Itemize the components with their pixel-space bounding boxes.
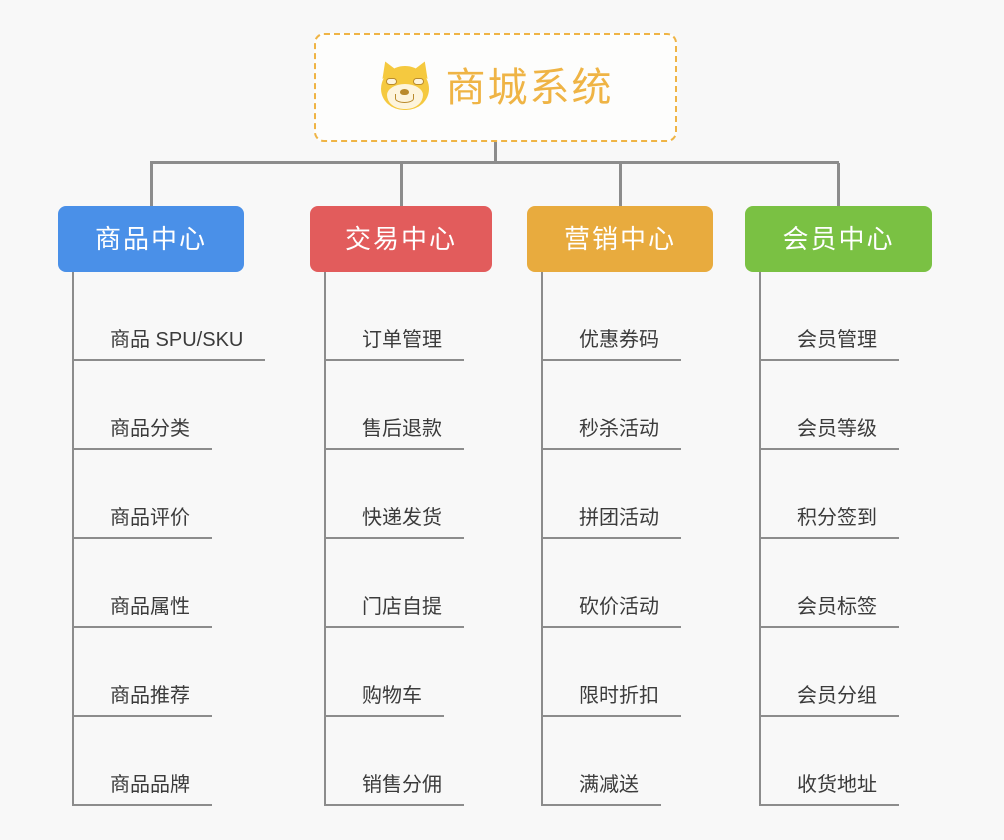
leaf-item[interactable]: 拼团活动	[543, 450, 681, 539]
leaf-item[interactable]: 会员等级	[761, 361, 899, 450]
category-node-4[interactable]: 会员中心	[745, 206, 932, 272]
leaf-item-label: 商品属性	[74, 597, 212, 628]
category-label: 会员中心	[782, 224, 895, 254]
leaf-item-label: 销售分佣	[326, 775, 464, 806]
leaf-item[interactable]: 商品品牌	[74, 717, 212, 806]
root-node-title: 商城系统	[445, 65, 614, 110]
leaf-item[interactable]: 会员标签	[761, 539, 899, 628]
leaf-item-label: 收货地址	[761, 775, 899, 806]
leaf-item-label: 会员管理	[761, 330, 899, 361]
leaf-item[interactable]: 商品属性	[74, 539, 212, 628]
root-node-shop-system[interactable]: 商城系统	[314, 33, 677, 142]
category-node-1[interactable]: 商品中心	[58, 206, 244, 272]
leaf-item-label: 快递发货	[326, 508, 464, 539]
connector-drop-2	[399, 163, 403, 207]
leaf-item[interactable]: 商品 SPU/SKU	[74, 272, 266, 361]
leaf-item-label: 会员标签	[761, 597, 899, 628]
leaf-item-label: 商品品牌	[74, 775, 212, 806]
leaf-item[interactable]: 商品推荐	[74, 628, 212, 717]
branch-trunk-line	[541, 272, 543, 806]
leaf-item-label: 优惠券码	[543, 330, 681, 361]
leaf-item-label: 商品分类	[74, 419, 212, 450]
leaf-item-label: 商品评价	[74, 508, 212, 539]
shiba-dog-face-icon	[376, 57, 433, 115]
branch-trunk-line	[72, 272, 74, 806]
leaf-item[interactable]: 秒杀活动	[543, 361, 681, 450]
leaf-item-label: 满减送	[543, 775, 661, 806]
leaf-item[interactable]: 限时折扣	[543, 628, 681, 717]
leaf-item[interactable]: 商品分类	[74, 361, 212, 450]
leaf-item-label: 门店自提	[326, 597, 464, 628]
leaf-item[interactable]: 积分签到	[761, 450, 899, 539]
category-label: 交易中心	[344, 224, 457, 254]
leaf-item[interactable]: 砍价活动	[543, 539, 681, 628]
connector-horizontal-bus	[150, 161, 839, 164]
leaf-item-label: 订单管理	[326, 330, 464, 361]
connector-drop-3	[618, 163, 622, 207]
leaf-item-label: 砍价活动	[543, 597, 681, 628]
leaf-item[interactable]: 收货地址	[761, 717, 899, 806]
leaf-item[interactable]: 门店自提	[326, 539, 464, 628]
leaf-item-label: 购物车	[326, 686, 444, 717]
connector-root-stem	[494, 142, 497, 163]
leaf-item[interactable]: 会员分组	[761, 628, 899, 717]
leaf-item[interactable]: 销售分佣	[326, 717, 464, 806]
category-label: 商品中心	[94, 224, 207, 254]
branch-trunk-line	[324, 272, 326, 806]
leaf-item-label: 售后退款	[326, 419, 464, 450]
leaf-item-label: 商品推荐	[74, 686, 212, 717]
leaf-item[interactable]: 售后退款	[326, 361, 464, 450]
leaf-item[interactable]: 优惠券码	[543, 272, 681, 361]
branch-trunk-line	[759, 272, 761, 806]
connector-drop-4	[837, 163, 840, 207]
leaf-item-label: 积分签到	[761, 508, 899, 539]
leaf-item[interactable]: 快递发货	[326, 450, 464, 539]
leaf-item-label: 限时折扣	[543, 686, 681, 717]
leaf-item-label: 商品 SPU/SKU	[74, 330, 266, 361]
leaf-item-label: 拼团活动	[543, 508, 681, 539]
connector-drop-1	[149, 163, 153, 207]
leaf-item[interactable]: 订单管理	[326, 272, 464, 361]
leaf-item[interactable]: 满减送	[543, 717, 661, 806]
leaf-item-label: 会员等级	[761, 419, 899, 450]
leaf-item[interactable]: 购物车	[326, 628, 444, 717]
category-node-3[interactable]: 营销中心	[527, 206, 713, 272]
leaf-item-label: 秒杀活动	[543, 419, 681, 450]
leaf-item-label: 会员分组	[761, 686, 899, 717]
category-label: 营销中心	[563, 224, 676, 254]
leaf-item[interactable]: 会员管理	[761, 272, 899, 361]
leaf-item[interactable]: 商品评价	[74, 450, 212, 539]
category-node-2[interactable]: 交易中心	[310, 206, 492, 272]
